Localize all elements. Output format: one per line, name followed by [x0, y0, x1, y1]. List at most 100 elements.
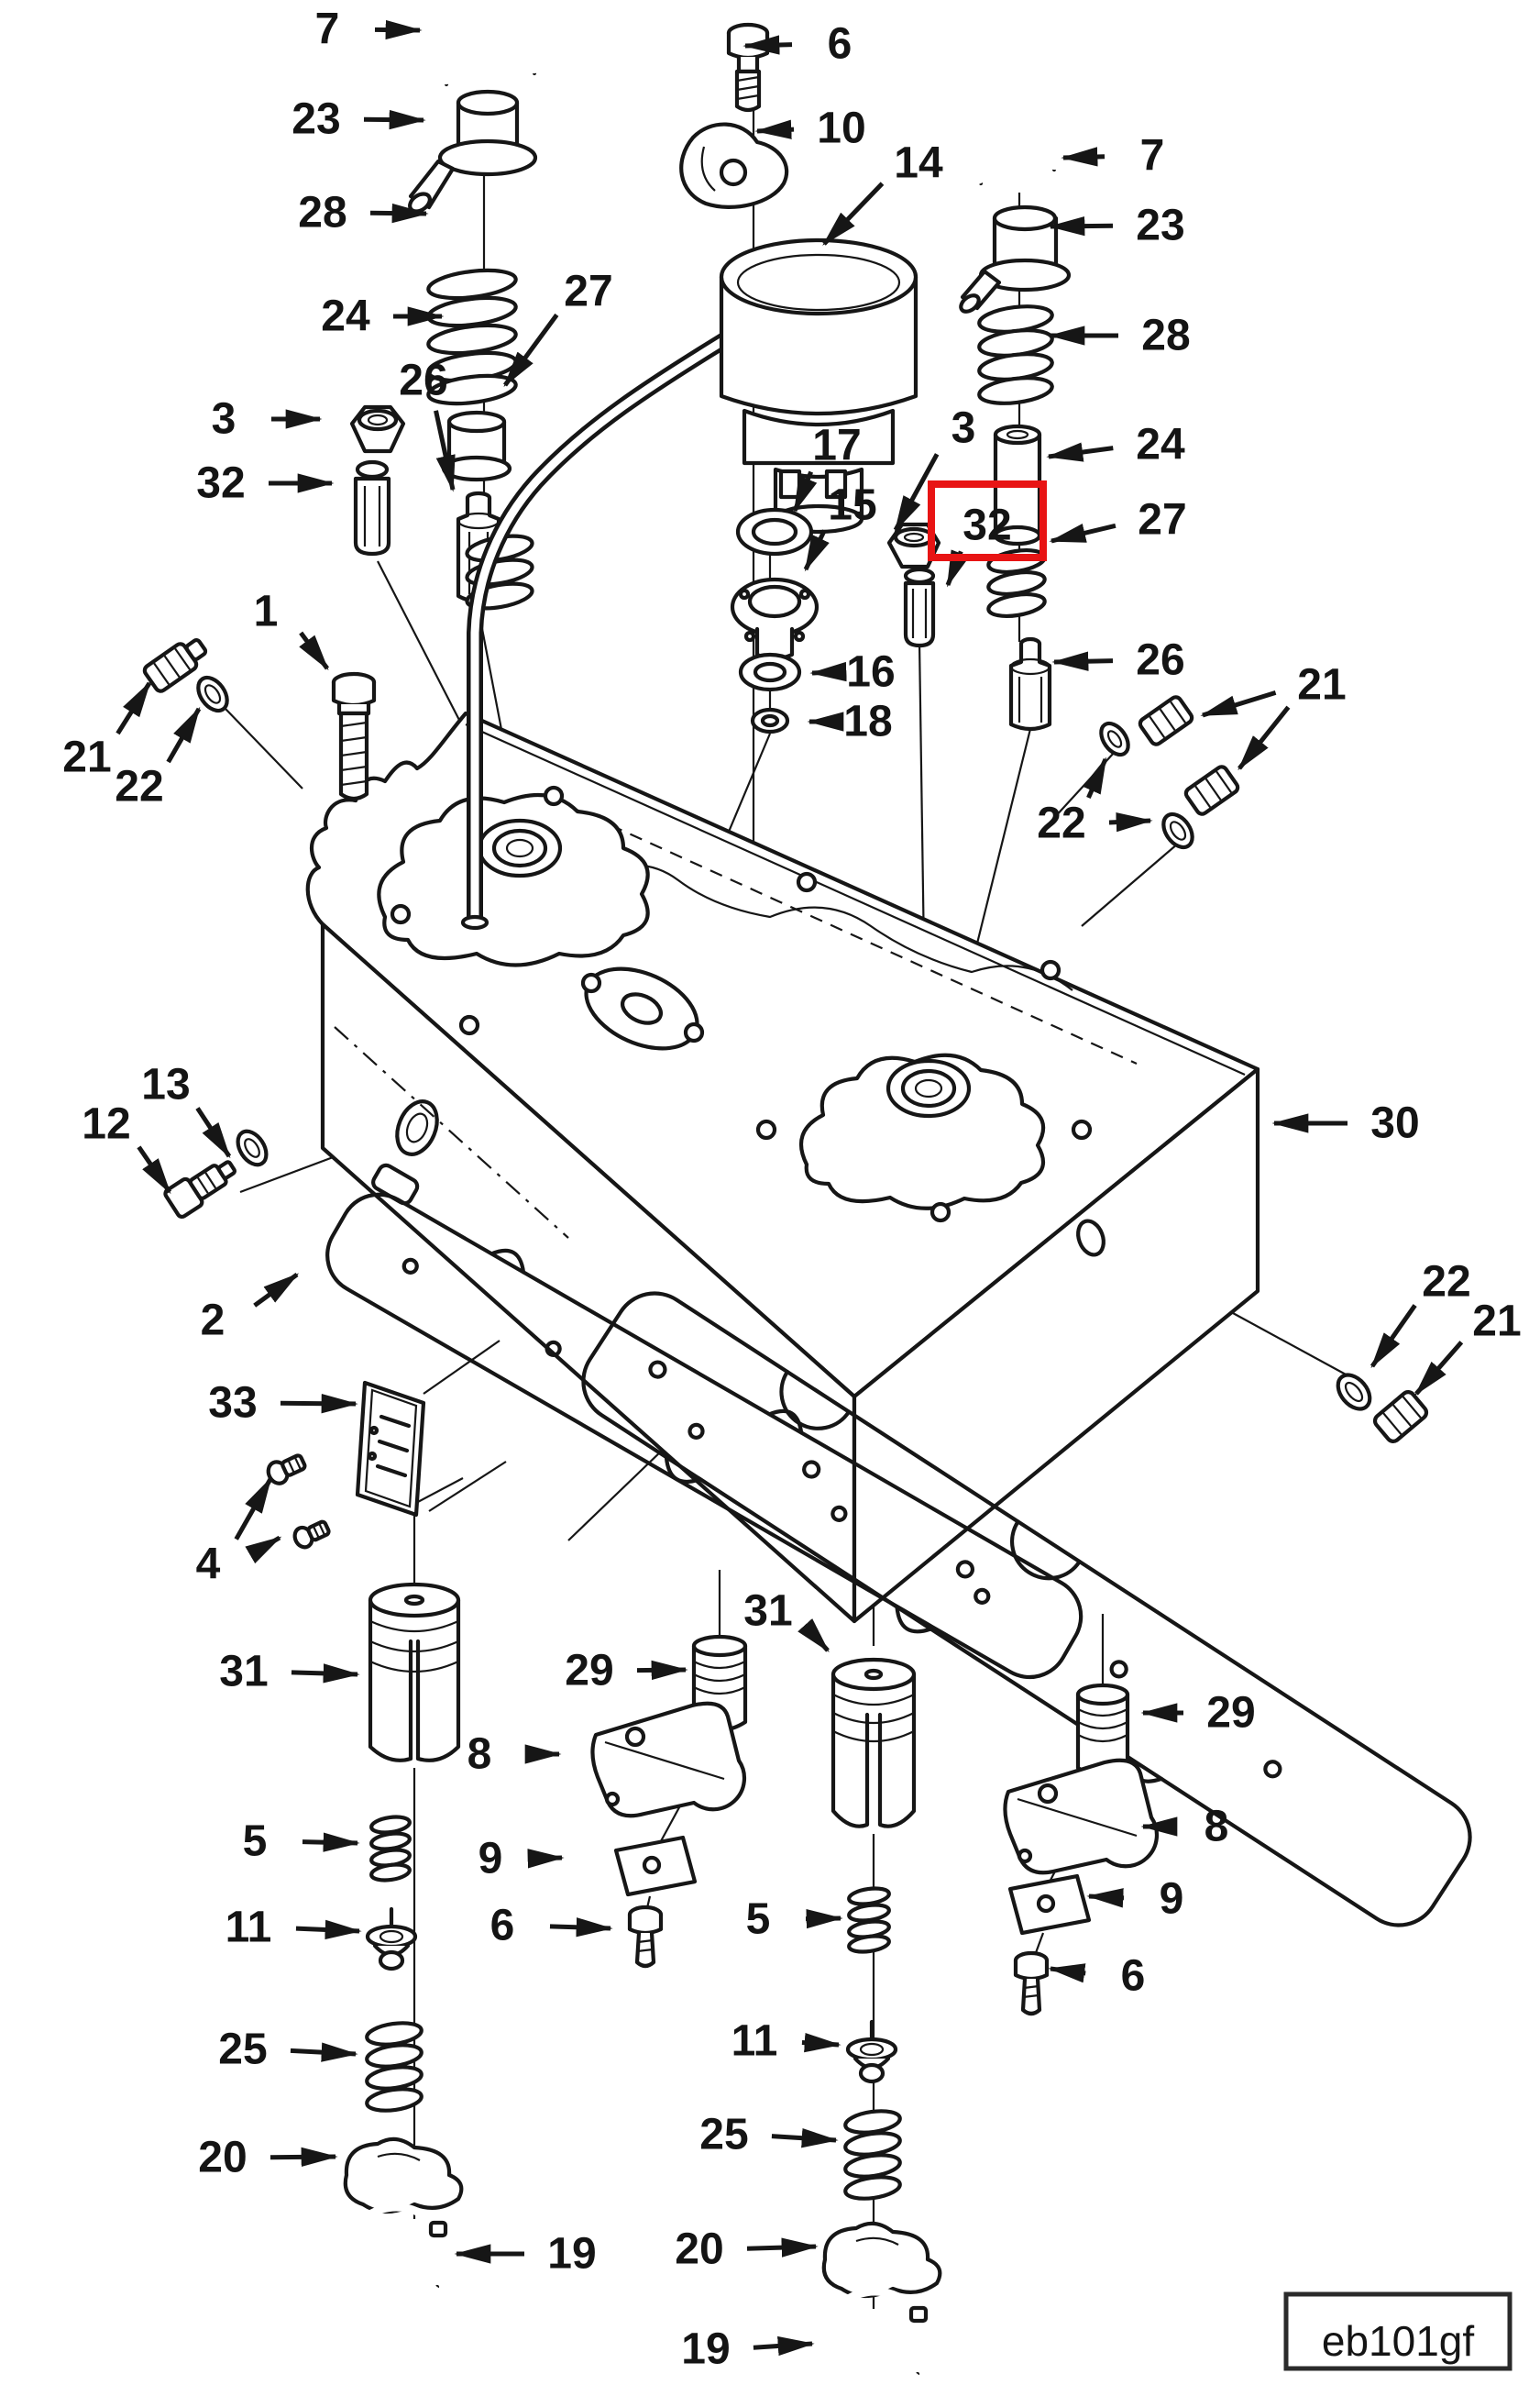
callout-label-3: 3 — [952, 404, 976, 453]
callout-label-33: 33 — [208, 1379, 257, 1428]
callout-label-5: 5 — [243, 1817, 268, 1866]
callout-label-9: 9 — [478, 1835, 503, 1883]
callout-label-10: 10 — [817, 105, 865, 153]
callout-label-16: 16 — [846, 648, 895, 697]
callout-label-21: 21 — [62, 734, 111, 782]
bolt-1-drawing — [331, 671, 377, 801]
callout-label-6: 6 — [1121, 1952, 1146, 2001]
snap-ring-19-left-drawing — [341, 2203, 448, 2313]
callout-label-1: 1 — [254, 588, 279, 636]
callout-label-29: 29 — [565, 1647, 613, 1695]
spring-28-right-drawing — [977, 304, 1054, 405]
callout-arrow — [754, 119, 795, 139]
snap-ring-7-left-drawing — [442, 30, 539, 87]
callout-label-20: 20 — [675, 2225, 723, 2274]
callout-arrow — [1046, 442, 1114, 462]
callout-label-7: 7 — [1140, 132, 1165, 181]
screw-4-b-drawing — [292, 1519, 331, 1550]
callout-arrow — [1414, 1341, 1464, 1397]
piston-29-midleft-drawing — [691, 1634, 748, 1733]
callout-arrow — [798, 1618, 830, 1652]
callout-label-11: 11 — [732, 2017, 778, 2066]
callout-arrow — [527, 1849, 565, 1869]
seal-17-drawing — [735, 507, 814, 557]
callout-label-27: 27 — [564, 268, 612, 316]
callout-arrow — [753, 2335, 815, 2357]
snap-ring-19-mid-drawing — [819, 2287, 929, 2401]
callout-arrow — [1061, 147, 1106, 167]
callout-label-26: 26 — [1136, 636, 1184, 685]
plate-9-mid-drawing — [613, 1835, 698, 1897]
tappet-31-mid-drawing — [830, 1657, 917, 1828]
oring-22-right-upper-drawing — [1099, 721, 1130, 757]
callout-arrow — [1083, 756, 1108, 799]
callout-label-3: 3 — [212, 395, 236, 444]
callout-arrow — [245, 1535, 282, 1564]
oring-22-right-lower-drawing — [1161, 812, 1194, 850]
callout-label-17: 17 — [812, 422, 861, 470]
callout-arrow — [137, 1145, 172, 1195]
callout-label-31: 31 — [219, 1648, 268, 1696]
retainer-24-left-drawing — [441, 410, 512, 482]
washer-16-drawing — [738, 652, 802, 692]
callout-arrow — [270, 2147, 338, 2168]
callout-arrow — [291, 1663, 360, 1684]
callout-label-2: 2 — [201, 1297, 226, 1345]
callout-arrow — [1200, 690, 1277, 718]
callout-label-14: 14 — [894, 139, 943, 188]
callout-label-19: 19 — [547, 2230, 596, 2279]
figure-code-box: eb101gf — [1283, 2291, 1512, 2371]
spring-28-left-drawing — [426, 268, 518, 406]
callout-arrow — [116, 680, 152, 735]
cap-23-right-drawing — [959, 204, 1072, 314]
plate-9-right-drawing — [1007, 1873, 1092, 1936]
tappet-31-left-drawing — [368, 1582, 461, 1762]
valve-11-left-drawing — [365, 1906, 418, 1971]
callout-arrow — [295, 1919, 362, 1940]
spring-5-mid-drawing — [847, 1886, 891, 1954]
snap-ring-7-right-drawing — [973, 124, 1059, 186]
callout-label-32: 32 — [196, 459, 245, 508]
breather-14-drawing — [460, 237, 918, 931]
callout-label-8: 8 — [468, 1730, 492, 1779]
clamp-8-mid-drawing — [590, 1701, 747, 1818]
callout-label-28: 28 — [1141, 312, 1190, 360]
callout-arrow — [1049, 523, 1116, 544]
fitting-21-right-upper-drawing — [1138, 695, 1194, 746]
callout-label-20: 20 — [198, 2134, 247, 2182]
callout-arrow — [1370, 1304, 1417, 1369]
valve-32-right-drawing — [903, 567, 936, 648]
screw-4-a-drawing — [266, 1453, 307, 1485]
callout-label-4: 4 — [196, 1540, 221, 1589]
callout-arrow — [299, 631, 330, 671]
callout-label-31: 31 — [743, 1587, 792, 1636]
callout-arrow — [302, 1832, 360, 1852]
fitting-21-left-drawing — [142, 638, 208, 693]
callout-arrow — [746, 2237, 819, 2258]
callout-arrow — [549, 1917, 613, 1938]
plug-21-bottom-right-drawing — [1372, 1390, 1429, 1443]
callout-arrow — [636, 1660, 688, 1681]
callout-label-25: 25 — [699, 2111, 748, 2159]
figure-code-label: eb101gf — [1322, 2317, 1474, 2365]
cylinder-head-block-drawing — [305, 711, 1260, 1624]
callout-arrow — [792, 470, 818, 513]
callout-label-9: 9 — [1160, 1875, 1184, 1924]
callout-label-11: 11 — [226, 1904, 272, 1952]
callout-arrow — [290, 2042, 358, 2062]
callout-label-30: 30 — [1370, 1099, 1419, 1148]
callout-arrow — [374, 19, 423, 40]
callout-arrow — [803, 529, 830, 572]
cap-23-left-drawing — [408, 89, 538, 214]
callout-label-22: 22 — [115, 763, 163, 812]
callout-label-19: 19 — [681, 2325, 730, 2374]
callout-arrow — [363, 109, 426, 130]
tag-33-drawing — [355, 1380, 426, 1518]
spring-25-left-drawing — [365, 2021, 424, 2113]
callout-label-23: 23 — [1136, 202, 1184, 250]
callout-label-6: 6 — [828, 20, 852, 69]
callout-label-7: 7 — [315, 6, 340, 54]
collar-15-drawing — [730, 577, 820, 661]
callout-arrow — [280, 1393, 358, 1414]
